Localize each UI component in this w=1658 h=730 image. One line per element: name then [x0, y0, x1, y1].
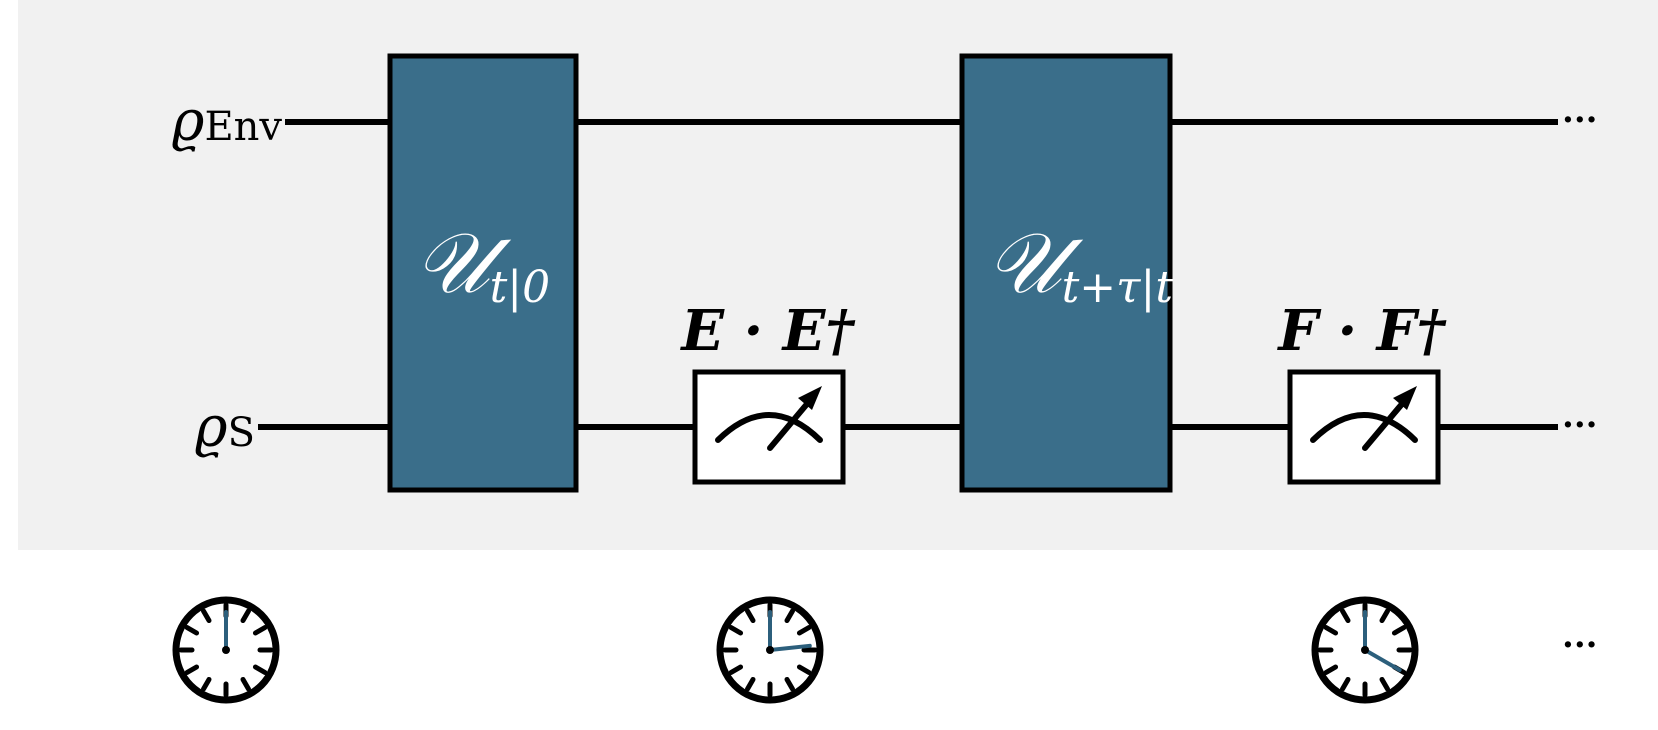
system-wire-ellipsis: ···: [1562, 405, 1598, 445]
timeline-clocks: [172, 596, 1419, 704]
clock-icon: [716, 596, 824, 704]
clock-icon: [1311, 596, 1419, 704]
unitary-gate-2: 𝒰t+τ|t: [959, 53, 1173, 493]
env-wire-label: ϱEnv: [172, 89, 283, 154]
system-wire-label: ϱS: [195, 395, 255, 460]
unitary-gate-1: 𝒰t|0: [387, 53, 579, 493]
gate-2-label: 𝒰t+τ|t: [986, 214, 1173, 313]
env-wire-ellipsis: ···: [1562, 100, 1598, 140]
meter-icon: [692, 369, 846, 485]
measurement-2-label: F · F†: [1276, 298, 1447, 364]
measurement-1-label: E · E†: [679, 298, 856, 364]
meter-icon: [1287, 369, 1441, 485]
clock-icon: [172, 596, 280, 704]
timeline-ellipsis: ···: [1562, 625, 1598, 665]
